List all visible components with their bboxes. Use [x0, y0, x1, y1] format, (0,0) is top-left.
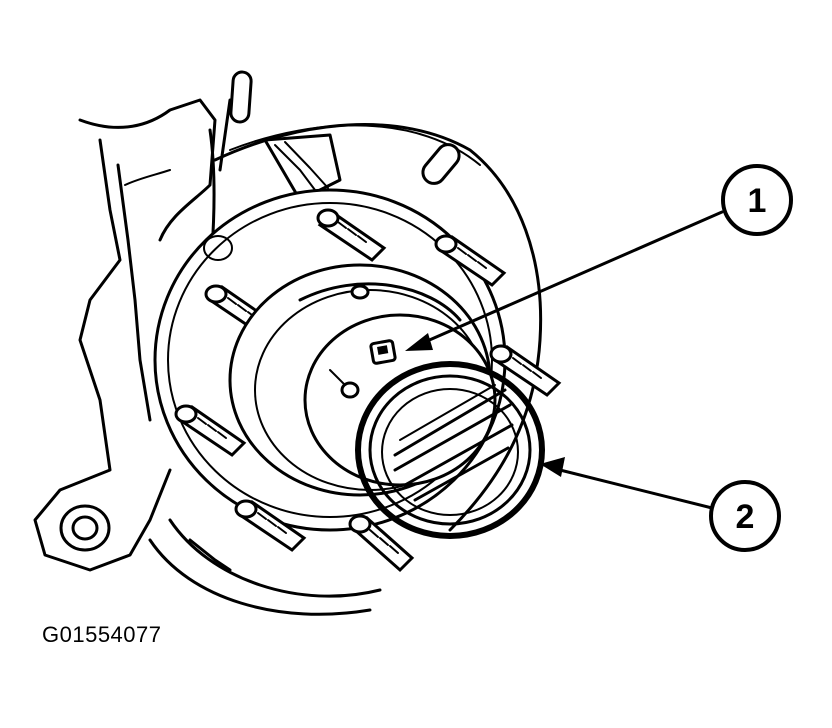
retaining-ring — [355, 361, 545, 539]
wheel-stud — [348, 514, 415, 573]
leader-line-2 — [540, 457, 714, 510]
callout-1: 1 — [721, 164, 793, 236]
leader-line-1 — [405, 210, 724, 351]
wheel-stud — [174, 404, 247, 457]
wheel-stud — [489, 344, 562, 397]
knuckle-bolt-hole — [59, 504, 111, 552]
slot-mark — [229, 70, 253, 124]
wheel-stud — [316, 208, 387, 262]
figure-id-label: G01554077 — [42, 622, 162, 647]
callout-2: 2 — [709, 480, 781, 552]
dust-shield — [148, 123, 543, 616]
shield-tab — [421, 143, 461, 185]
callout-1-number: 1 — [748, 182, 767, 220]
wheel-stud — [234, 499, 307, 552]
callout-2-number: 2 — [736, 498, 755, 536]
wheel-stud — [434, 234, 507, 287]
